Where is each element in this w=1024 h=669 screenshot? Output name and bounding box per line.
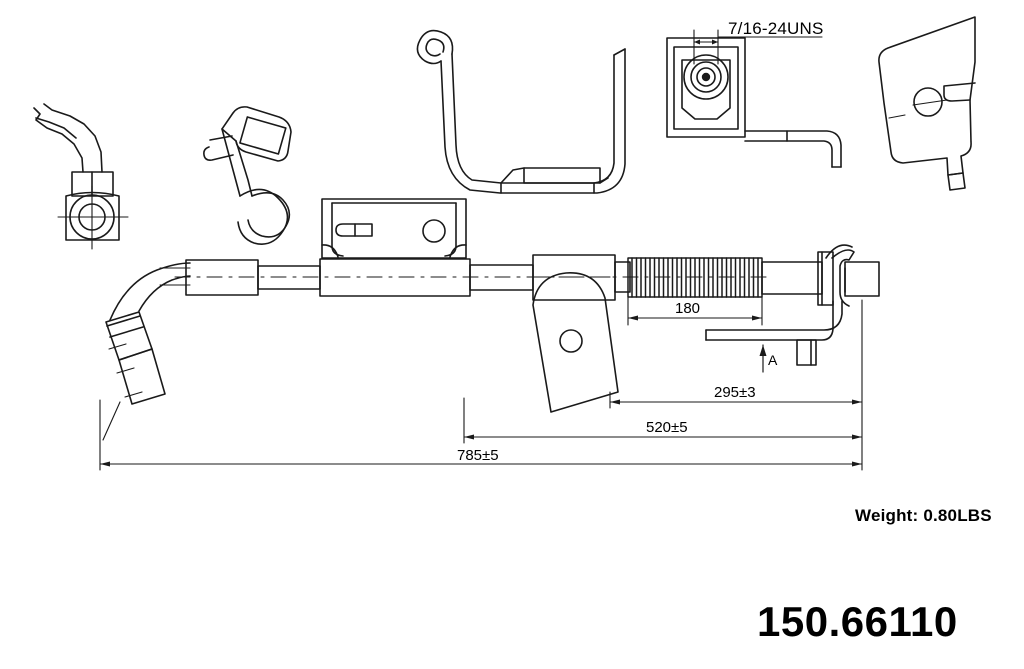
left-end-fitting [105, 311, 166, 405]
hose-bend-left [109, 262, 191, 321]
section-marker-label: A [768, 352, 778, 368]
dimension-label-295: 295±3 [714, 384, 756, 401]
dimension-label-785: 785±5 [457, 447, 499, 464]
thread-spec-label: 7/16-24UNS [728, 19, 824, 38]
spring-clip-detail [203, 106, 292, 245]
wire-form-clip-detail [416, 29, 626, 194]
part-number-label: 150.66110 [757, 598, 958, 645]
threaded-end-fitting-detail [666, 29, 842, 168]
dimension-520 [463, 397, 863, 444]
chassis-bracket [321, 198, 467, 259]
right-end-fitting [705, 244, 880, 366]
mounting-bracket-detail [878, 16, 976, 191]
hose-body [159, 254, 823, 301]
tab-bracket [532, 272, 619, 413]
weight-label: Weight: 0.80LBS [855, 506, 992, 525]
section-arrow-a [759, 344, 767, 373]
brake-hose-assembly [105, 198, 880, 413]
spring-guard [627, 257, 763, 298]
dimension-180 [627, 296, 763, 326]
banjo-fitting-detail [33, 103, 129, 250]
dimension-785 [99, 399, 863, 471]
dimension-label-180: 180 [675, 300, 701, 317]
dimension-295 [609, 299, 863, 409]
dimension-label-520: 520±5 [646, 419, 688, 436]
